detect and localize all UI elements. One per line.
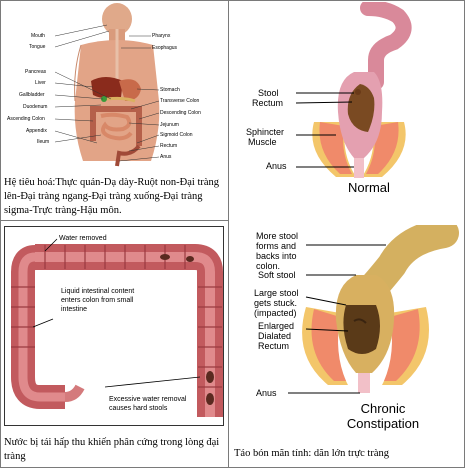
label-rectum-normal: Rectum — [252, 98, 284, 108]
label-muscle: Muscle — [248, 137, 277, 147]
label-soft-stool: Soft stool — [258, 270, 296, 280]
label-pharynx: Pharynx — [152, 33, 171, 39]
label-large-stool: Large stool gets stuck. (impacted) — [254, 288, 299, 318]
label-ileum: Ileum — [37, 139, 50, 145]
label-liver: Liver — [35, 80, 46, 86]
label-anus: Anus — [160, 154, 172, 160]
label-more-stool: More stool forms and backs into colon. — [256, 231, 299, 271]
digestive-caption: Hệ tiêu hoá:Thực quản-Dạ dày-Ruột non-Đạ… — [4, 177, 220, 216]
label-mouth: Mouth — [31, 33, 45, 39]
constipation-title: Chronic Constipation — [346, 401, 420, 431]
label-tongue: Tongue — [29, 44, 46, 50]
label-duodenum: Duodenum — [23, 104, 48, 110]
column-divider — [228, 0, 229, 468]
normal-rectum-figure: Stool Rectum Sphincter Muscle Anus Norma… — [236, 2, 462, 202]
digestive-system-figure: Mouth Tongue Pancreas Liver Gallbladder … — [1, 1, 228, 173]
label-stomach: Stomach — [160, 87, 180, 93]
row-divider-left — [0, 220, 228, 221]
label-stool: Stool — [258, 88, 279, 98]
label-gallbladder: Gallbladder — [19, 92, 45, 98]
label-appendix: Appendix — [26, 128, 47, 134]
normal-title: Normal — [348, 180, 390, 195]
label-anus-normal: Anus — [266, 161, 287, 171]
label-transverse-colon: Transverse Colon — [160, 98, 200, 104]
label-enlarged-rectum: Enlarged Dialated Rectum — [258, 321, 295, 351]
label-rectum: Rectum — [160, 143, 178, 149]
label-excessive-water: Excessive water removal causes hard stoo… — [109, 396, 187, 412]
label-esophagus: Esophagus — [152, 45, 178, 51]
label-jejunum: Jejunum — [160, 122, 179, 128]
label-water-removed: Water removed — [59, 235, 107, 242]
colon-caption: Nước bị tái hấp thu khiến phân cứng tron… — [4, 437, 220, 462]
label-sigmoid-colon: Sigmoid Colon — [160, 132, 193, 138]
label-sphincter: Sphincter — [246, 127, 285, 137]
label-liquid-content: Liquid intestinal content enters colon f… — [61, 288, 135, 313]
constipation-figure: More stool forms and backs into colon. S… — [236, 225, 462, 440]
constipation-caption: Táo bón mãn tính: dãn lớn trực tràng — [234, 448, 389, 459]
label-descending-colon: Descending Colon — [160, 110, 201, 116]
colon-figure: Water removed Liquid intestinal content … — [4, 226, 224, 426]
label-ascending-colon: Ascending Colon — [7, 116, 45, 122]
label-pancreas: Pancreas — [25, 69, 47, 75]
label-anus-constipation: Anus — [256, 388, 277, 398]
